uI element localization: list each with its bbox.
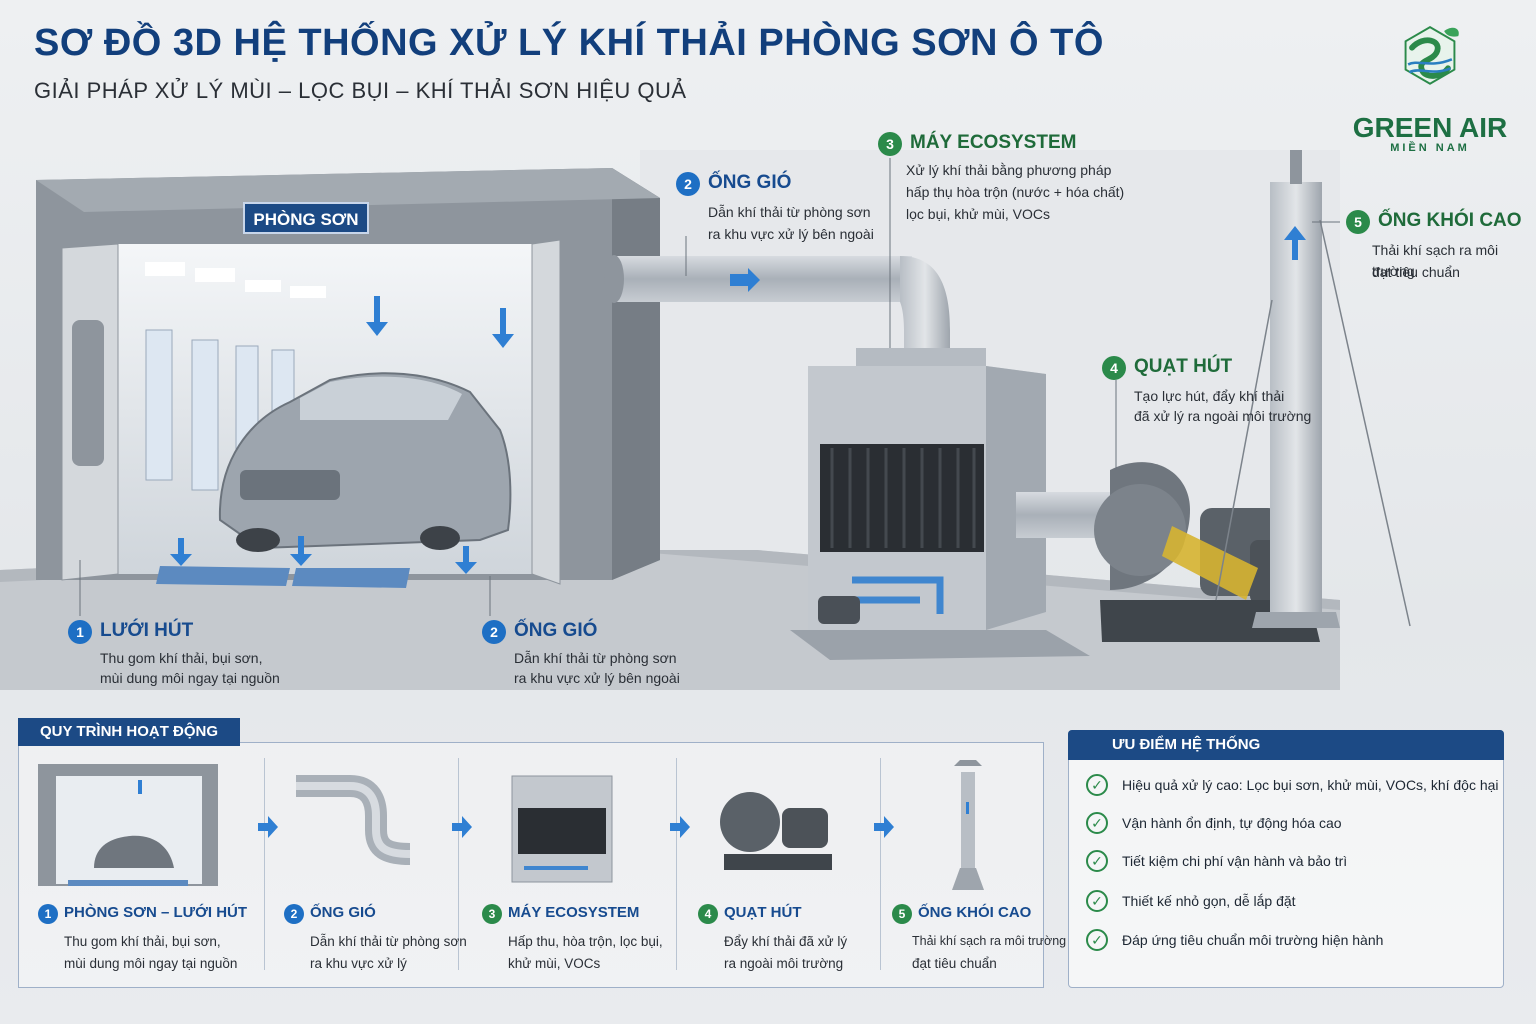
step-divider (264, 758, 265, 970)
callout-title: MÁY ECOSYSTEM (910, 132, 1077, 153)
callout-desc-line: Xử lý khí thải bằng phương pháp (906, 162, 1112, 178)
arrow-right-icon (874, 816, 894, 838)
advantage-text: Thiết kế nhỏ gọn, dễ lắp đặt (1122, 893, 1296, 909)
callout-title: ỐNG KHÓI CAO (1378, 210, 1522, 231)
callout-title: ỐNG GIÓ (708, 172, 792, 193)
callout-desc-line: Thu gom khí thải, bụi sơn, (100, 650, 263, 666)
arrow-right-icon (452, 816, 472, 838)
page-title: SƠ ĐỒ 3D HỆ THỐNG XỬ LÝ KHÍ THẢI PHÒNG S… (34, 22, 1104, 64)
green-air-logo-icon (1404, 26, 1459, 85)
advantage-text: Vận hành ổn định, tự động hóa cao (1122, 815, 1342, 831)
advantages-panel (1068, 730, 1504, 988)
callout-desc-line: Thải khí sạch ra môi trường (1372, 242, 1499, 279)
exhaust-stack (1215, 150, 1411, 628)
step-desc-line: đạt tiêu chuẩn (912, 956, 997, 971)
callout-title: ỐNG GIÓ (514, 620, 598, 641)
logo-region: MIỀN NAM (1390, 142, 1470, 154)
arrow-right-icon (258, 816, 278, 838)
check-circle-icon: ✓ (1086, 929, 1108, 951)
step-divider (676, 758, 677, 970)
step-number: 2 (284, 904, 304, 924)
check-circle-icon: ✓ (1086, 774, 1108, 796)
car-icon (218, 372, 512, 552)
callout-desc-line: mùi dung môi ngay tại nguồn (100, 670, 280, 686)
step-desc-line: Hấp thu, hòa trộn, lọc bụi, (508, 934, 663, 949)
advantage-text: Tiết kiệm chi phí vận hành và bảo trì (1122, 853, 1348, 869)
step-number: 3 (482, 904, 502, 924)
exhaust-fan (1094, 462, 1320, 642)
step-2-duct-icon (296, 775, 411, 865)
advantage-text: Hiệu quả xử lý cao: Lọc bụi sơn, khử mùi… (1122, 777, 1499, 793)
arrow-right-icon (670, 816, 690, 838)
step-title: ỐNG GIÓ (310, 904, 376, 921)
logo-name: GREEN AIR (1352, 112, 1508, 143)
spray-booth (36, 168, 660, 588)
check-circle-icon: ✓ (1086, 850, 1108, 872)
step-desc-line: Thu gom khí thải, bụi sơn, (64, 934, 221, 949)
callout-desc-line: lọc bụi, khử mùi, VOCs (906, 206, 1050, 222)
step-desc-line: mùi dung môi ngay tại nguồn (64, 956, 238, 971)
callout-number: 3 (878, 132, 902, 156)
check-circle-icon: ✓ (1086, 812, 1108, 834)
step-1-booth-icon (38, 764, 218, 886)
callout-desc-line: Dẫn khí thải từ phòng sơn (708, 204, 871, 220)
advantage-text: Đáp ứng tiêu chuẩn môi trường hiện hành (1122, 932, 1384, 948)
callout-desc-line: ra khu vực xử lý bên ngoài (708, 226, 874, 242)
callout-desc-line: hấp thụ hòa trộn (nước + hóa chất) (906, 184, 1125, 200)
callout-desc-line: đạt tiêu chuẩn (1372, 264, 1460, 280)
step-desc-line: ra khu vực xử lý (310, 956, 407, 971)
callout-desc-line: Dẫn khí thải từ phòng sơn (514, 650, 677, 666)
step-title: ỐNG KHÓI CAO (918, 904, 1032, 921)
system-illustration (0, 150, 1411, 690)
step-divider (458, 758, 459, 970)
ecosystem-machine (790, 348, 1090, 660)
paint-booth-label: PHÒNG SƠN (243, 202, 369, 234)
callout-title: QUẠT HÚT (1134, 356, 1233, 377)
check-circle-icon: ✓ (1086, 890, 1108, 912)
callout-number: 2 (482, 620, 506, 644)
step-divider (880, 758, 881, 970)
step-4-fan-icon (720, 792, 832, 870)
step-desc-line: Thải khí sạch ra môi trường (912, 934, 1067, 948)
step-number: 1 (38, 904, 58, 924)
advantages-tab-label: ƯU ĐIỂM HỆ THỐNG (1068, 730, 1504, 760)
step-number: 4 (698, 904, 718, 924)
step-number: 5 (892, 904, 912, 924)
advantage-item: ✓ Thiết kế nhỏ gọn, dễ lắp đặt (1086, 888, 1296, 914)
step-title: MÁY ECOSYSTEM (508, 904, 640, 921)
callout-desc-line: Tạo lực hút, đẩy khí thải (1134, 388, 1285, 404)
step-desc-line: Dẫn khí thải từ phòng sơn (310, 934, 467, 949)
step-desc-line: khử mùi, VOCs (508, 956, 601, 971)
advantage-item: ✓ Vận hành ổn định, tự động hóa cao (1086, 810, 1342, 836)
advantage-item: ✓ Đáp ứng tiêu chuẩn môi trường hiện hàn… (1086, 927, 1383, 953)
callout-number: 4 (1102, 356, 1126, 380)
callout-number: 2 (676, 172, 700, 196)
callout-desc-line: ra khu vực xử lý bên ngoài (514, 670, 680, 686)
step-title: QUẠT HÚT (724, 904, 802, 921)
callout-desc-line: đã xử lý ra ngoài môi trường (1134, 408, 1312, 424)
callout-number: 5 (1346, 210, 1370, 234)
process-tab-label: QUY TRÌNH HOẠT ĐỘNG (18, 718, 240, 746)
step-title: PHÒNG SƠN – LƯỚI HÚT (64, 904, 248, 921)
step-desc-line: ra ngoài môi trường (724, 956, 844, 971)
page-subtitle: GIẢI PHÁP XỬ LÝ MÙI – LỌC BỤI – KHÍ THẢI… (34, 78, 687, 103)
step-desc-line: Đẩy khí thải đã xử lý (724, 934, 848, 949)
advantage-item: ✓ Hiệu quả xử lý cao: Lọc bụi sơn, khử m… (1086, 772, 1499, 798)
step-5-stack-icon (952, 760, 984, 890)
callout-title: LƯỚI HÚT (100, 620, 194, 641)
air-duct (604, 255, 950, 350)
advantage-item: ✓ Tiết kiệm chi phí vận hành và bảo trì (1086, 848, 1347, 874)
callout-number: 1 (68, 620, 92, 644)
step-3-ecosystem-icon (511, 775, 613, 883)
